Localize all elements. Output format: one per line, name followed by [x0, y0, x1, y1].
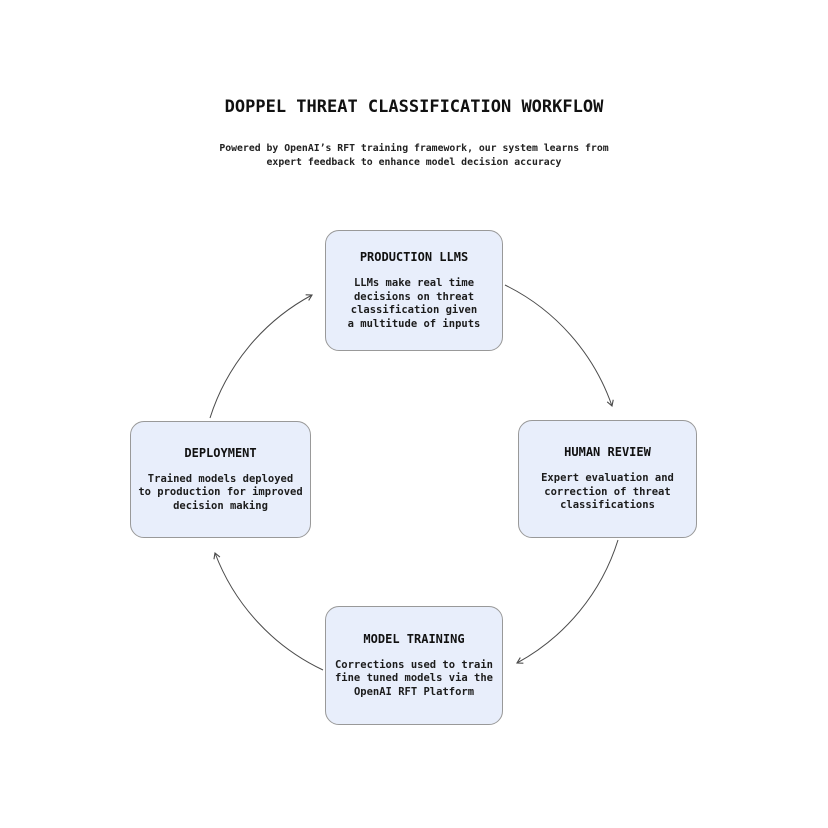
arrow-deployment-to-production-icon [209, 294, 313, 419]
page-title: DOPPEL THREAT CLASSIFICATION WORKFLOW [224, 97, 604, 117]
node-body-line: a multitude of inputs [347, 317, 481, 330]
node-body-line: Trained models deployed [147, 472, 294, 485]
node-body-line: to production for improved [138, 486, 303, 499]
node-body-line: classification given [350, 304, 478, 316]
node-model-training: MODEL TRAINING Corrections used to train… [325, 606, 503, 725]
node-deployment-title: DEPLOYMENT [184, 445, 257, 460]
node-human-review-title: HUMAN REVIEW [564, 445, 651, 460]
node-deployment: DEPLOYMENT Trained models deployed to pr… [130, 421, 311, 538]
node-human-review-body: Expert evaluation and correction of thre… [541, 472, 674, 513]
node-body-line: OpenAI RFT Platform [353, 685, 475, 698]
node-body-line: Expert evaluation and [541, 472, 674, 485]
arrow-review-to-training-icon [516, 539, 619, 664]
subtitle-line-1: Powered by OpenAI’s RFT training framewo… [219, 143, 609, 154]
node-body-line: classifications [560, 499, 655, 512]
node-body-line: Corrections used to train [334, 658, 494, 671]
node-body-line: decisions on threat [353, 290, 475, 303]
node-human-review: HUMAN REVIEW Expert evaluation and corre… [518, 420, 697, 538]
page-subtitle: Powered by OpenAI’s RFT training framewo… [0, 142, 828, 170]
node-model-training-title: MODEL TRAINING [363, 631, 465, 646]
node-deployment-body: Trained models deployed to production fo… [138, 473, 302, 514]
node-production-llms: PRODUCTION LLMS LLMs make real time deci… [325, 230, 503, 351]
arrow-production-to-review-icon [504, 284, 614, 408]
node-production-llms-title: PRODUCTION LLMS [359, 250, 469, 264]
arrow-training-to-deployment-icon [213, 551, 324, 671]
node-production-llms-body: LLMs make real time decisions on threat … [348, 277, 481, 331]
node-body-line: fine tuned models via the [334, 672, 494, 685]
node-body-line: decision making [173, 499, 268, 512]
subtitle-line-2: expert feedback to enhance model decisio… [266, 157, 562, 168]
node-model-training-body: Corrections used to train fine tuned mod… [335, 659, 493, 700]
node-body-line: correction of threat [544, 485, 671, 498]
node-body-line: LLMs make real time [353, 277, 475, 289]
